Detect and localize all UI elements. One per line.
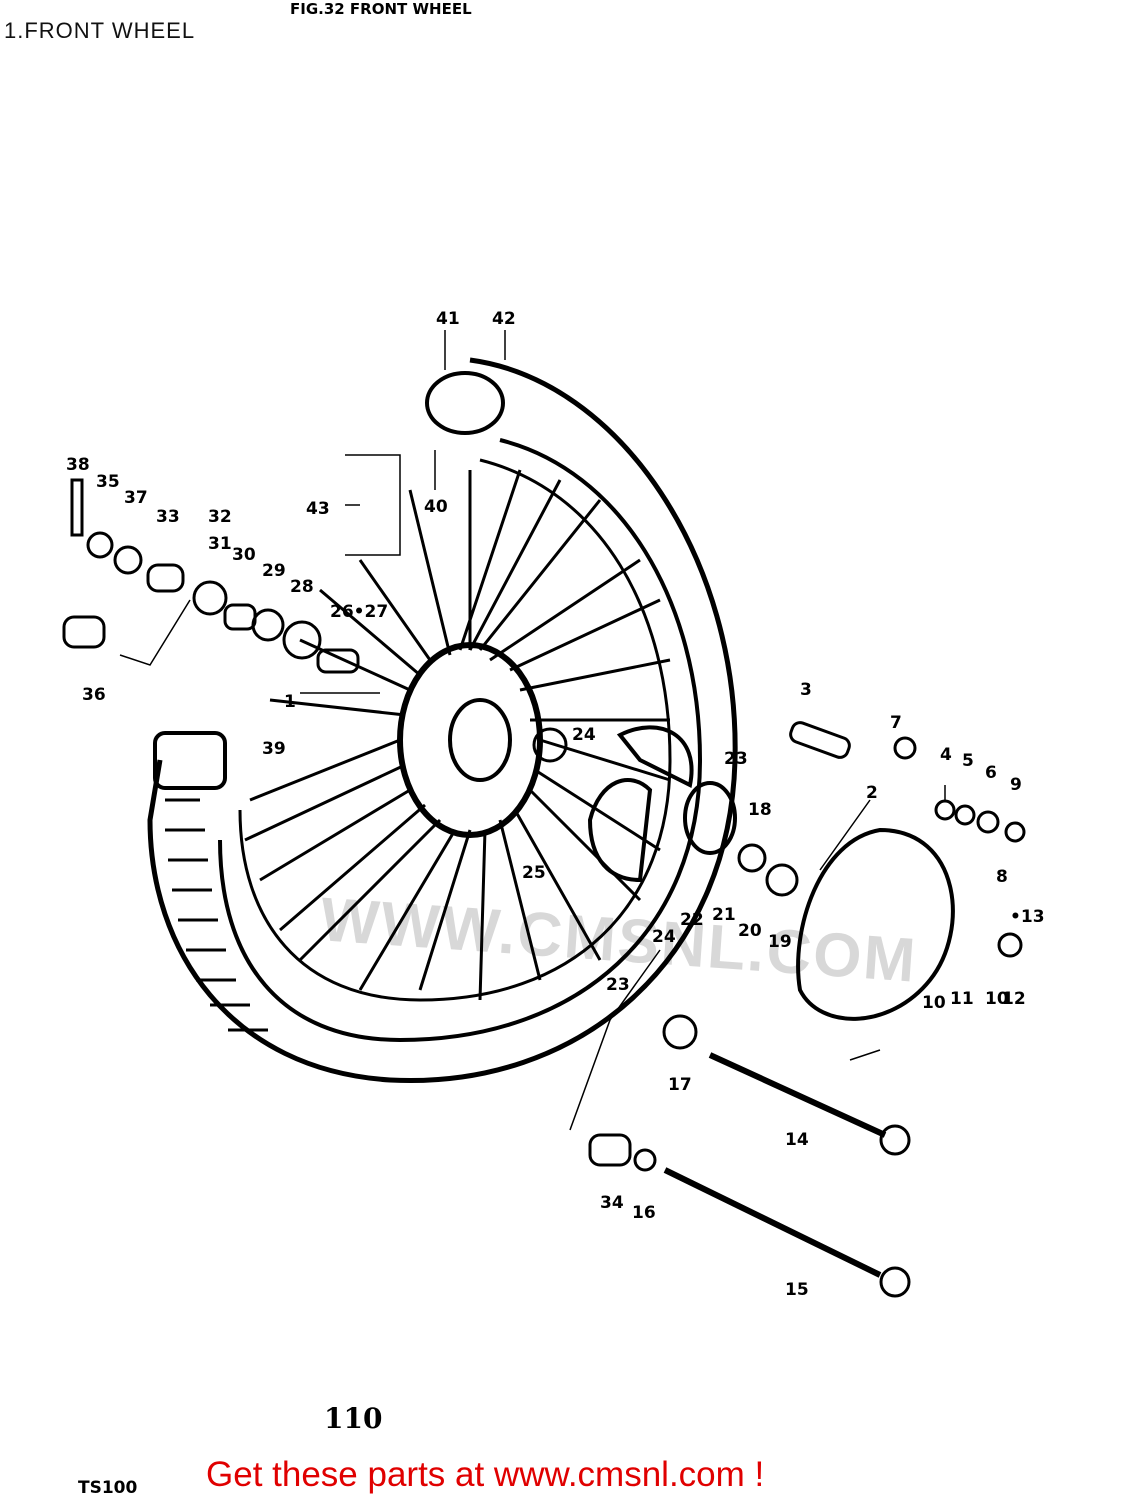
part-38 xyxy=(70,478,84,537)
wheel-drawing xyxy=(62,330,1026,1298)
axle-15 xyxy=(663,1167,882,1278)
callout-17: 17 xyxy=(668,1075,692,1095)
callout-23: 23 xyxy=(606,975,630,995)
hub-center xyxy=(448,698,512,782)
part-35 xyxy=(86,531,114,559)
callout-42: 42 xyxy=(492,309,516,329)
brake-shoe-upper xyxy=(616,725,694,788)
part-4 xyxy=(934,799,956,821)
callout-34: 34 xyxy=(600,1193,624,1213)
brake-panel xyxy=(796,827,955,1021)
part-25 xyxy=(532,727,568,763)
part-19 xyxy=(765,863,799,897)
part-7 xyxy=(893,736,917,760)
callout-8: 8 xyxy=(996,867,1008,887)
callout-19: 19 xyxy=(768,932,792,952)
part-6 xyxy=(976,810,1000,834)
part-33 xyxy=(146,563,185,593)
callout-16: 16 xyxy=(632,1203,656,1223)
callout-32: 32 xyxy=(208,507,232,527)
callout-25: 25 xyxy=(522,863,546,883)
tire-inner-edge xyxy=(218,438,703,1043)
callout-39: 39 xyxy=(262,739,286,759)
callout-4: 4 xyxy=(940,745,952,765)
leader-lines xyxy=(119,330,946,1131)
callout-30: 30 xyxy=(232,545,256,565)
brake-shoe-lower xyxy=(587,778,653,883)
callout-6: 6 xyxy=(985,763,997,783)
callout-22: 22 xyxy=(680,910,704,930)
rim xyxy=(238,458,672,1002)
part-17 xyxy=(662,1014,698,1050)
callout-38: 38 xyxy=(66,455,90,475)
figure-title: FIG.32 FRONT WHEEL xyxy=(290,0,472,18)
spokes xyxy=(244,469,671,1001)
part-36 xyxy=(62,615,106,649)
tire-39 xyxy=(153,731,227,790)
part-29 xyxy=(251,608,285,642)
axle-14 xyxy=(708,1052,887,1138)
callout-43: 43 xyxy=(306,499,330,519)
part-26 xyxy=(316,648,360,674)
callout-37: 37 xyxy=(124,488,148,508)
callout-36: 36 xyxy=(82,685,106,705)
tread-hatching xyxy=(165,798,268,1032)
callout-1: 1 xyxy=(284,692,296,712)
callout-10: 10 xyxy=(922,993,946,1013)
callout-18: 18 xyxy=(748,800,772,820)
part-16 xyxy=(633,1148,657,1172)
callout-10: 10 xyxy=(985,989,1009,1009)
part-5 xyxy=(954,804,976,826)
callout-5: 5 xyxy=(962,751,974,771)
model-label: TS100 xyxy=(78,1478,138,1498)
part-30 xyxy=(223,603,257,631)
tire-outline xyxy=(147,357,738,1084)
part-34 xyxy=(588,1133,632,1167)
part-12 xyxy=(997,932,1023,958)
axle-15-nut xyxy=(879,1266,911,1298)
callout-3: 3 xyxy=(800,680,812,700)
callout-7: 7 xyxy=(890,713,902,733)
callout-29: 29 xyxy=(262,561,286,581)
tube-41 xyxy=(425,371,505,435)
callout-14: 14 xyxy=(785,1130,809,1150)
page-title: 1.FRONT WHEEL xyxy=(4,18,196,43)
callout-2: 2 xyxy=(866,783,878,803)
callout-31: 31 xyxy=(208,534,232,554)
callout-12: 12 xyxy=(1002,989,1026,1009)
part-22 xyxy=(683,781,737,855)
callout-23: 23 xyxy=(724,749,748,769)
callout-9: 9 xyxy=(1010,775,1022,795)
axle-14-nut xyxy=(879,1124,911,1156)
callout-2627: 26•27 xyxy=(330,602,388,622)
callout-24: 24 xyxy=(652,927,676,947)
callout-28: 28 xyxy=(290,577,314,597)
part-31 xyxy=(192,580,228,616)
part-3 xyxy=(789,721,851,759)
callout-20: 20 xyxy=(738,921,762,941)
callout-21: 21 xyxy=(712,905,736,925)
callout-24: 24 xyxy=(572,725,596,745)
callout-15: 15 xyxy=(785,1280,809,1300)
callout-35: 35 xyxy=(96,472,120,492)
part-28 xyxy=(282,620,322,660)
callout-11: 11 xyxy=(950,989,974,1009)
part-9 xyxy=(1004,821,1026,843)
footer-link[interactable]: Get these parts at www.cmsnl.com ! xyxy=(206,1455,765,1494)
part-37 xyxy=(113,545,143,575)
callout-40: 40 xyxy=(424,497,448,517)
callout-33: 33 xyxy=(156,507,180,527)
page-number: 110 xyxy=(324,1402,383,1435)
callout-41: 41 xyxy=(436,309,460,329)
callout-13: •13 xyxy=(1010,907,1045,927)
part-20 xyxy=(737,843,767,873)
